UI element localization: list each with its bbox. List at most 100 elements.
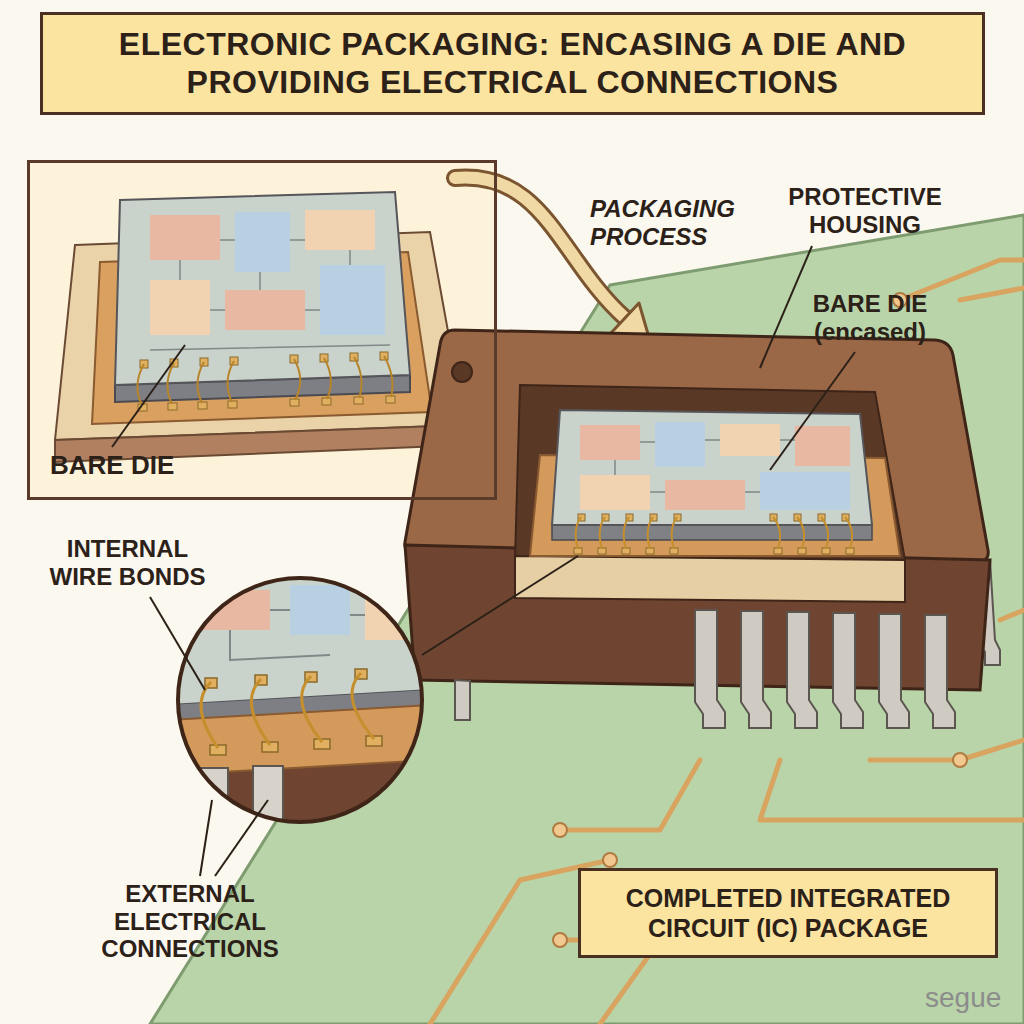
zoom-detail-part-part bbox=[170, 570, 440, 840]
caption-text: COMPLETED INTEGRATED CIRCUIT (IC) PACKAG… bbox=[595, 883, 981, 943]
part-label: BARE DIE bbox=[50, 450, 174, 481]
ic-package-part-part bbox=[833, 613, 863, 728]
inset-bare-die-part-part bbox=[322, 398, 331, 405]
zoom-detail-part-part-part bbox=[302, 676, 322, 742]
caption-box: COMPLETED INTEGRATED CIRCUIT (IC) PACKAG… bbox=[578, 868, 998, 958]
ic-package-part bbox=[580, 425, 640, 460]
inset-bare-die-part bbox=[138, 352, 395, 411]
ic-package-part-part bbox=[846, 548, 854, 554]
circuit-board-part-part bbox=[953, 753, 967, 767]
inset-bare-die-part bbox=[150, 240, 390, 350]
leader-lines-part bbox=[770, 352, 855, 470]
ic-package-part-part bbox=[845, 517, 852, 548]
inset-bare-die-part-part bbox=[294, 359, 300, 400]
ic-package-part-part bbox=[672, 517, 677, 548]
inset-bare-die-part bbox=[112, 345, 185, 447]
zoom-detail-part-part bbox=[290, 585, 350, 635]
ic-package-part-part bbox=[670, 548, 678, 554]
zoom-detail-part-part bbox=[201, 673, 374, 748]
ic-package-part bbox=[405, 330, 988, 562]
circuit-board-part-part bbox=[960, 288, 1024, 300]
title-banner: ELECTRONIC PACKAGING: ENCASING A DIE AND… bbox=[40, 12, 985, 115]
inset-bare-die-part bbox=[225, 290, 305, 330]
inset-bare-die-part-part bbox=[227, 361, 234, 402]
zoom-detail-part-part bbox=[170, 705, 430, 775]
ic-package-part bbox=[515, 556, 905, 602]
inset-bare-die-part-part bbox=[384, 356, 392, 397]
inset-bare-die-part bbox=[115, 192, 410, 385]
ic-package-part-part bbox=[598, 548, 606, 554]
ic-package-part-part bbox=[787, 612, 817, 728]
ic-package-part-part bbox=[879, 614, 909, 728]
zoom-detail-part-part bbox=[230, 610, 365, 660]
ic-package-part-part bbox=[695, 610, 725, 728]
ic-package-part bbox=[515, 385, 905, 560]
circuit-board-part-part bbox=[1000, 610, 1024, 620]
ic-package-part bbox=[574, 514, 854, 554]
inset-bare-die-part bbox=[137, 356, 392, 405]
zoom-detail-part-part bbox=[205, 669, 382, 755]
inset-bare-die-part bbox=[235, 212, 290, 272]
ic-package-part bbox=[760, 472, 850, 510]
part-label: INTERNAL WIRE BONDS bbox=[40, 535, 215, 590]
zoom-detail-part bbox=[178, 578, 422, 822]
ic-package-part bbox=[576, 517, 853, 548]
circuit-board-part-part bbox=[553, 933, 567, 947]
zoom-detail-part-part bbox=[365, 600, 425, 640]
zoom-detail-part-part-part bbox=[352, 673, 374, 739]
circuit-board-part-part bbox=[553, 823, 567, 837]
inset-bare-die-part-part bbox=[228, 401, 237, 408]
ic-package-part bbox=[795, 426, 850, 466]
inset-bare-die-part-part bbox=[198, 402, 207, 409]
inset-panel: BARE DIE bbox=[27, 160, 497, 500]
ic-package-part bbox=[720, 424, 780, 456]
circuit-board-part-part bbox=[870, 740, 1024, 760]
zoom-detail-part-part-part bbox=[201, 682, 218, 748]
zoom-detail-part-part bbox=[253, 766, 283, 846]
ic-package-part-part bbox=[600, 517, 605, 548]
inset-bare-die-part-part bbox=[354, 357, 362, 398]
ic-package-part bbox=[580, 475, 650, 510]
ic-package-part-part bbox=[624, 517, 629, 548]
inset-bare-die-part-part bbox=[290, 399, 299, 406]
watermark: segue bbox=[925, 982, 1015, 1014]
ic-package-part bbox=[695, 610, 955, 728]
inset-bare-die-part bbox=[150, 215, 220, 260]
circuit-board-part-part bbox=[760, 760, 1024, 820]
ic-package-part-part bbox=[798, 548, 806, 554]
inset-bare-die-part-part bbox=[324, 358, 331, 399]
inset-bare-die-part bbox=[320, 265, 385, 335]
leader-lines bbox=[150, 246, 855, 876]
ic-package-part-part bbox=[821, 517, 828, 548]
leader-lines-part bbox=[200, 800, 212, 876]
ic-package-part-part bbox=[648, 517, 653, 548]
leader-lines-part bbox=[215, 800, 268, 876]
ic-package-part-part bbox=[774, 548, 782, 554]
ic-package-part-part bbox=[622, 548, 630, 554]
ic-package-part bbox=[655, 422, 705, 467]
circuit-board-part-part bbox=[603, 853, 617, 867]
zoom-detail-part-part bbox=[198, 768, 228, 848]
inset-bare-die-part-part bbox=[386, 396, 395, 403]
ic-package-part-part bbox=[646, 548, 654, 554]
process-label: PACKAGING PROCESS bbox=[590, 195, 765, 250]
leader-lines-part bbox=[422, 556, 578, 655]
part-label: BARE DIE (encased) bbox=[800, 290, 940, 345]
ic-package-part-part bbox=[925, 615, 955, 728]
ic-package-part bbox=[552, 410, 872, 525]
inset-bare-die-part bbox=[305, 210, 375, 250]
inset-bare-die-part-part bbox=[137, 364, 144, 405]
inset-bare-die-part-part bbox=[168, 403, 177, 410]
ic-package-part bbox=[665, 480, 745, 510]
ic-package-part-part bbox=[741, 611, 771, 728]
part-label: PROTECTIVE HOUSING bbox=[765, 183, 965, 238]
ic-package-part-part bbox=[574, 548, 582, 554]
inset-bare-die-part-part bbox=[197, 362, 204, 403]
ic-package-part-part bbox=[576, 517, 581, 548]
circuit-board-part-part bbox=[560, 760, 700, 830]
ic-package-part bbox=[615, 440, 795, 492]
inset-bare-die-part bbox=[150, 280, 210, 335]
ic-package-part-part bbox=[797, 517, 804, 548]
